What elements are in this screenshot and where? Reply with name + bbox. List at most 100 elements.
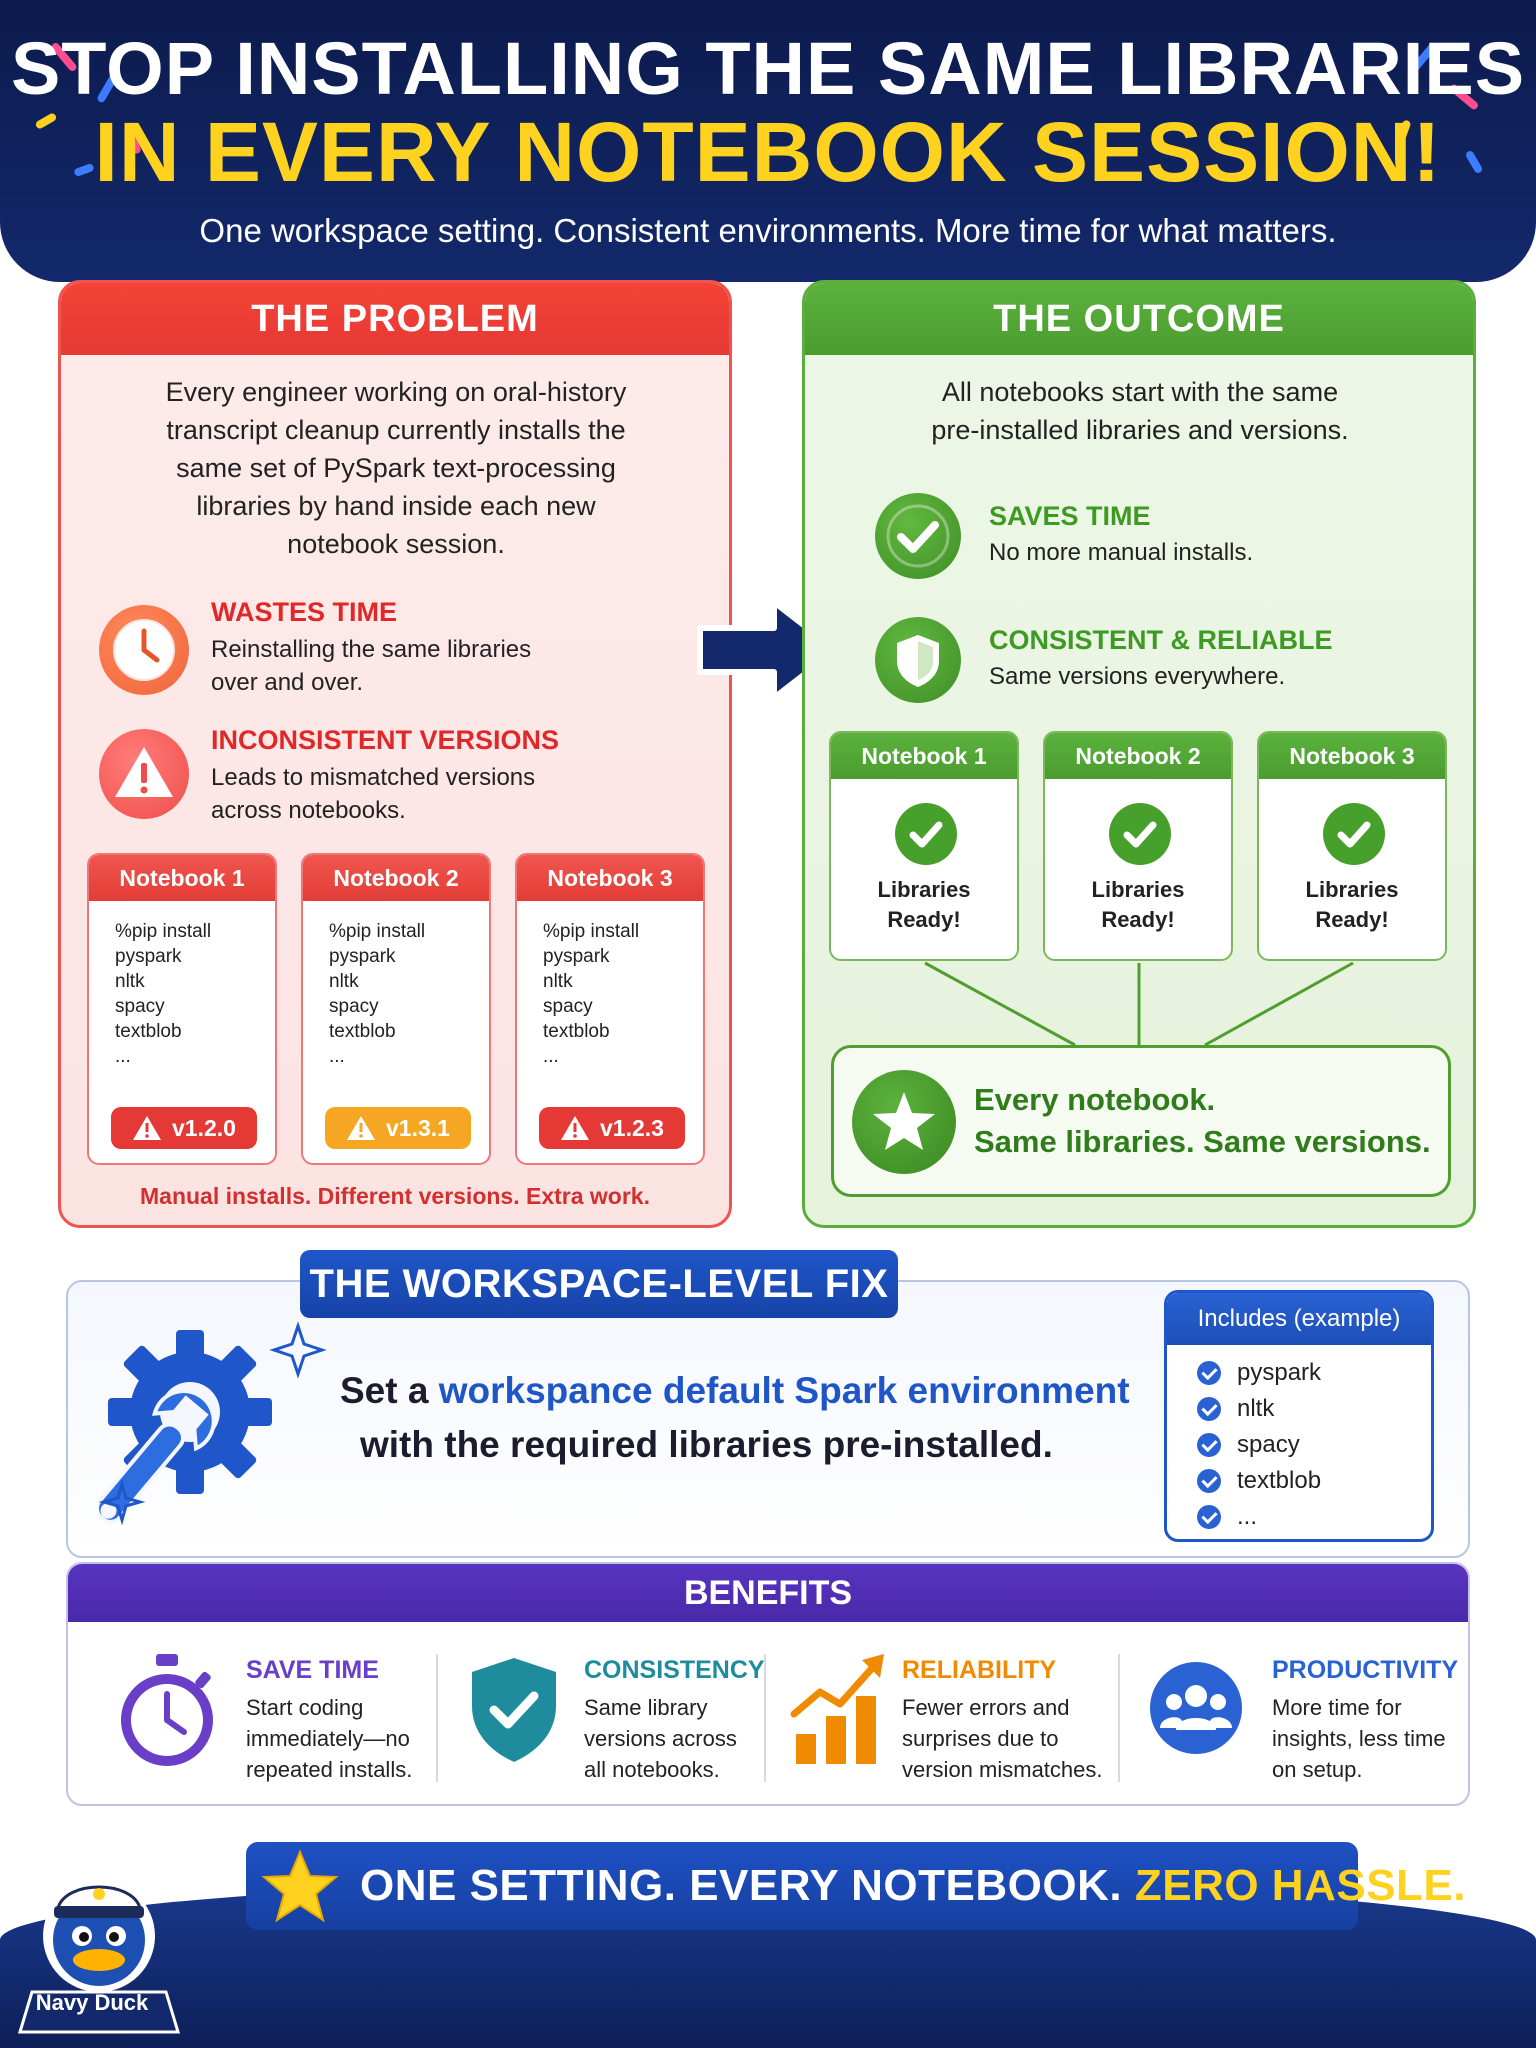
status-line: Libraries [1091, 877, 1185, 902]
issue-title-wastes-time: WASTES TIME [211, 597, 398, 627]
divider [764, 1654, 766, 1782]
gear-wrench-icon [98, 1321, 327, 1526]
version-label: v1.3.1 [386, 1114, 450, 1141]
outcome-notebook-card: Notebook 1 Libraries Ready! [829, 731, 1019, 961]
notebook-status: Libraries Ready! [831, 875, 1017, 935]
code-line: nltk [543, 971, 573, 992]
header-banner: STOP INSTALLING THE SAME LIBRARIES IN EV… [0, 0, 1536, 282]
status-line: Ready! [1315, 907, 1389, 932]
benefits-section: BENEFITS SAVE TIME Start coding immediat… [66, 1562, 1470, 1806]
outcome-notebook-card: Notebook 3 Libraries Ready! [1257, 731, 1447, 961]
code-line: textblob [115, 1021, 182, 1042]
benefit-desc-line: Fewer errors and [902, 1695, 1070, 1720]
headline-subtitle: One workspace setting. Consistent enviro… [199, 212, 1337, 249]
result-line-2: Same libraries. Same versions. [974, 1124, 1431, 1159]
outcome-item-desc: No more manual installs. [989, 539, 1254, 566]
problem-notebook-card: Notebook 2 %pip install pyspark nltk spa… [301, 853, 491, 1165]
check-icon [1197, 1469, 1221, 1493]
check-icon [1197, 1361, 1221, 1385]
benefit-desc-line: Start coding [246, 1695, 364, 1720]
includes-box: Includes (example) pyspark nltk spacy te… [1164, 1290, 1434, 1542]
code-line: spacy [329, 996, 379, 1017]
notebook-status: Libraries Ready! [1045, 875, 1231, 935]
code-line: pyspark [329, 946, 396, 967]
include-item: spacy [1197, 1431, 1300, 1459]
duck-mascot-logo [17, 1880, 181, 2034]
warning-icon [347, 1116, 376, 1140]
code-line: textblob [543, 1021, 610, 1042]
include-item: nltk [1197, 1395, 1274, 1423]
benefit-desc-line: repeated installs. [246, 1757, 413, 1782]
headline-line-2: IN EVERY NOTEBOOK SESSION! [94, 105, 1442, 199]
shield-icon [875, 617, 961, 703]
code-line: textblob [329, 1021, 396, 1042]
notebook-code: %pip install pyspark nltk spacy textblob… [517, 901, 703, 1069]
issue-desc-wastes-time: Reinstalling the same libraries over and… [211, 633, 591, 699]
benefit-desc: Fewer errors and surprises due to versio… [902, 1692, 1112, 1785]
shield-check-icon [472, 1658, 556, 1762]
warning-icon [133, 1116, 162, 1140]
code-line: %pip install [543, 921, 640, 942]
code-line: ... [329, 1046, 345, 1067]
code-line: spacy [115, 996, 165, 1017]
fix-heading: THE WORKSPACE-LEVEL FIX [300, 1250, 898, 1318]
status-line: Libraries [877, 877, 971, 902]
growth-chart-icon [790, 1654, 884, 1764]
check-icon [895, 803, 957, 865]
code-line: %pip install [115, 921, 212, 942]
footer-banner: ONE SETTING. EVERY NOTEBOOK. ZERO HASSLE… [246, 1842, 1465, 1930]
version-badge: v1.2.0 [111, 1107, 257, 1149]
issue-desc-inconsistent-versions: Leads to mismatched versions across note… [211, 761, 591, 827]
outcome-notebook-card: Notebook 2 Libraries Ready! [1043, 731, 1233, 961]
check-icon [1323, 803, 1385, 865]
version-label: v1.2.0 [172, 1114, 236, 1141]
fix-text-line-1: Set a workspance default Spark environme… [340, 1370, 1130, 1412]
result-line-1: Every notebook. [974, 1082, 1216, 1117]
problem-intro-line: transcript cleanup currently installs th… [166, 415, 626, 445]
users-icon [1150, 1662, 1242, 1754]
headline-line-1: STOP INSTALLING THE SAME LIBRARIES [10, 27, 1526, 110]
includes-heading: Includes (example) [1167, 1293, 1431, 1345]
include-item: pyspark [1197, 1359, 1321, 1387]
code-line: pyspark [115, 946, 182, 967]
warning-icon [561, 1116, 590, 1140]
benefit-desc: Start coding immediately—no repeated ins… [246, 1692, 436, 1785]
fix-text-prefix: Set a [340, 1370, 439, 1411]
benefit-desc-line: insights, less time [1272, 1726, 1446, 1751]
include-label: nltk [1237, 1395, 1275, 1422]
problem-intro: Every engineer working on oral-history t… [101, 373, 691, 563]
benefit-desc-line: versions across [584, 1726, 737, 1751]
brand-name: Navy Duck [35, 1990, 149, 2015]
notebook-title: Notebook 3 [517, 855, 703, 901]
connector-lines [924, 961, 1354, 1047]
benefit-title: SAVE TIME [246, 1656, 379, 1684]
notebook-title: Notebook 1 [831, 733, 1017, 779]
version-badge: v1.2.3 [539, 1107, 685, 1149]
notebook-title: Notebook 2 [303, 855, 489, 901]
include-label: pyspark [1237, 1359, 1322, 1386]
check-icon [1109, 803, 1171, 865]
issue-desc-line: across notebooks. [211, 797, 406, 824]
outcome-intro-line: pre-installed libraries and versions. [931, 415, 1349, 445]
problem-intro-line: libraries by hand inside each new [196, 491, 596, 521]
code-line: nltk [329, 971, 359, 992]
status-line: Ready! [887, 907, 961, 932]
problem-footer: Manual installs. Different versions. Ext… [140, 1183, 650, 1209]
code-line: ... [115, 1046, 131, 1067]
notebook-code: %pip install pyspark nltk spacy textblob… [89, 901, 275, 1069]
tagline-white: ONE SETTING. EVERY NOTEBOOK. [360, 1861, 1123, 1910]
problem-intro-line: Every engineer working on oral-history [165, 377, 627, 407]
status-line: Ready! [1101, 907, 1175, 932]
outcome-intro-line: All notebooks start with the same [941, 377, 1339, 407]
issue-title-inconsistent-versions: INCONSISTENT VERSIONS [211, 725, 560, 755]
version-label: v1.2.3 [600, 1114, 664, 1141]
outcome-heading: THE OUTCOME [805, 283, 1473, 355]
benefit-desc-line: all notebooks. [584, 1757, 720, 1782]
version-badge: v1.3.1 [325, 1107, 471, 1149]
include-item: ... [1197, 1503, 1257, 1531]
problem-notebook-card: Notebook 1 %pip install pyspark nltk spa… [87, 853, 277, 1165]
problem-panel: THE PROBLEM Every engineer working on or… [58, 280, 732, 1228]
benefit-desc-line: on setup. [1272, 1757, 1363, 1782]
benefit-desc-line: Same library [584, 1695, 708, 1720]
clock-icon [99, 605, 189, 695]
